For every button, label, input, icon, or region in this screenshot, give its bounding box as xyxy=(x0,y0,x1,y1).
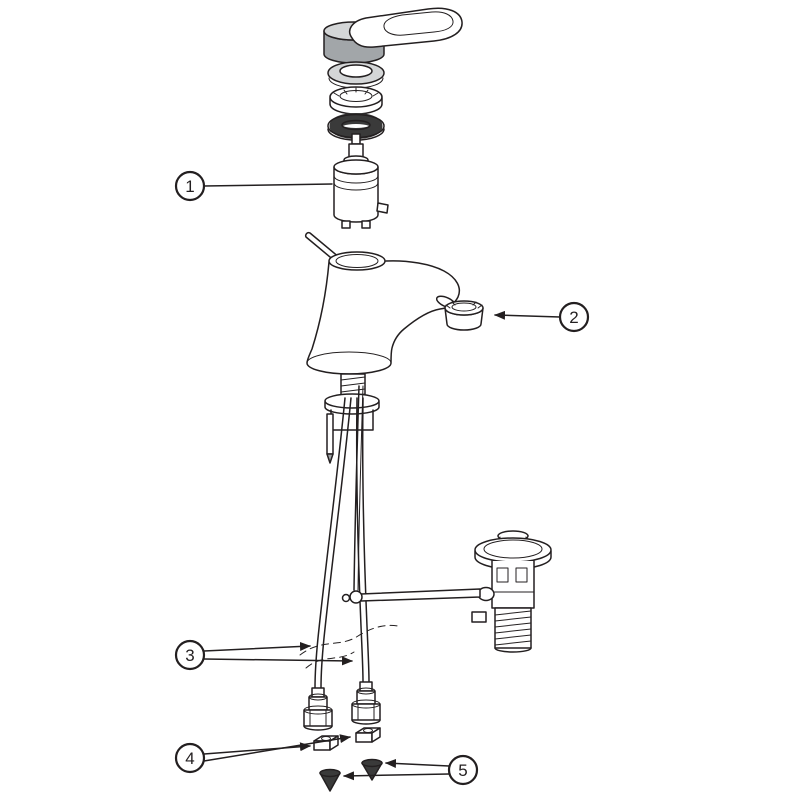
cone-seal-right xyxy=(361,758,383,781)
aerator xyxy=(444,300,484,331)
callout-4-circle xyxy=(174,742,206,774)
hose-connector-left xyxy=(303,687,333,731)
handle-lever xyxy=(323,7,463,64)
popup-drain-assembly xyxy=(471,530,552,653)
callout-5: 5 xyxy=(343,754,479,786)
deck-break-line xyxy=(299,624,399,669)
callout-1-circle xyxy=(174,170,206,202)
callout-3: 3 xyxy=(174,639,353,671)
callout-1: 1 xyxy=(174,170,333,202)
hose-connector-right xyxy=(351,681,381,725)
coupling-nut-right xyxy=(355,727,381,743)
faucet-body xyxy=(304,231,461,375)
callout-2: 2 xyxy=(494,301,590,333)
mounting-hardware xyxy=(324,373,380,464)
retaining-nut xyxy=(329,86,383,115)
callout-3-label: 3 xyxy=(185,646,194,665)
callout-3-circle xyxy=(174,639,206,671)
cartridge xyxy=(333,133,389,229)
callout-4-label: 4 xyxy=(185,749,194,768)
cone-seal-left xyxy=(319,768,341,792)
callout-2-label: 2 xyxy=(569,308,578,327)
dome-cap-ring xyxy=(327,61,385,89)
callout-4: 4 xyxy=(174,734,351,774)
callout-5-circle xyxy=(447,754,479,786)
drain-lift-rod xyxy=(341,385,481,604)
callout-2-circle xyxy=(558,301,590,333)
callout-1-label: 1 xyxy=(185,177,194,196)
callout-5-label: 5 xyxy=(458,761,467,780)
